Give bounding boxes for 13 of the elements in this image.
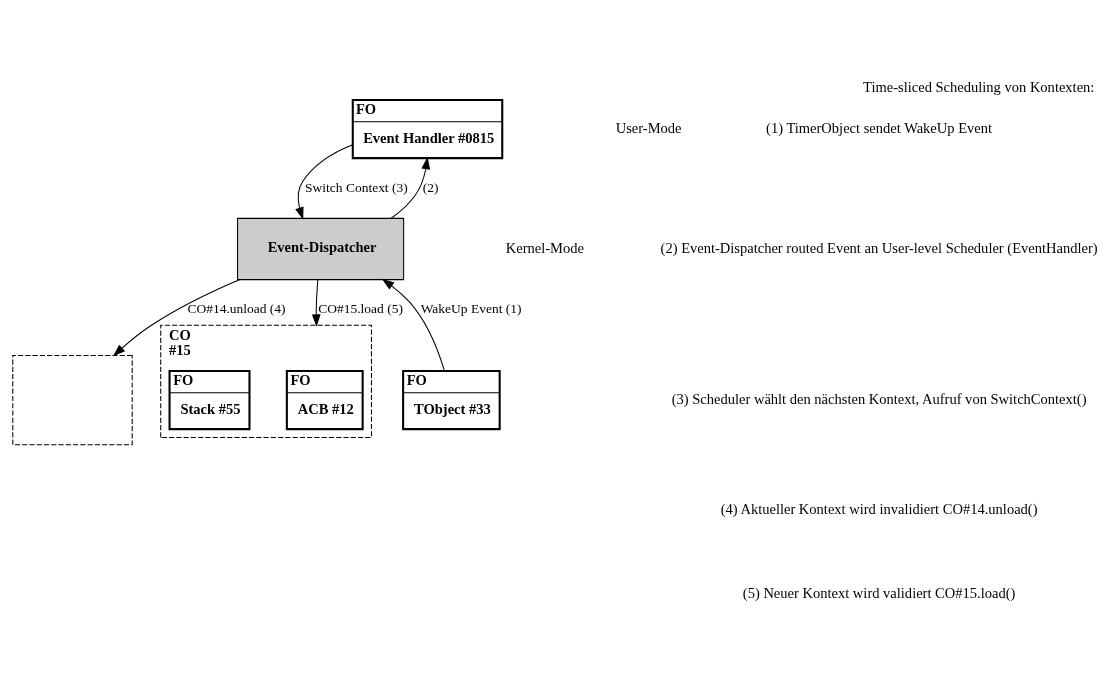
label: (1) TimerObject sendet WakeUp Event: [766, 119, 993, 136]
label: (5) Neuer Kontext wird validiert CO#15.load(): [742, 584, 1016, 601]
label: (2) Event-Dispatcher routed Event an User-level Scheduler (EventHandler): [660, 239, 1098, 256]
edge-label: WakeUp Event (1): [420, 300, 522, 316]
edge-label: CO#14.unload (4): [187, 300, 286, 316]
label: User-Mode: [615, 119, 682, 136]
label: (3) Scheduler wählt den nächsten Kontext, Aufruf von SwitchContext(): [671, 390, 1087, 407]
label: (4) Aktueller Kontext wird invalidiert CO#14.unload(): [720, 500, 1038, 517]
diagram-title: Time-sliced Scheduling von Kontexten:: [863, 78, 1095, 95]
label: Kernel-Mode: [505, 239, 584, 256]
edge-label: (2): [422, 179, 439, 195]
edge-label: CO#15.load (5): [318, 300, 403, 316]
edge-label: Switch Context (3): [305, 179, 408, 195]
